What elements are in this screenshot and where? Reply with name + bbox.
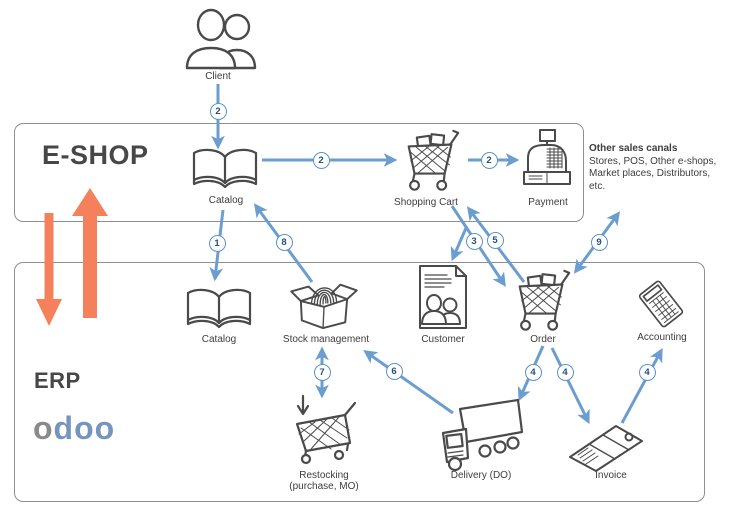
- payment-label: Payment: [528, 197, 568, 208]
- flow-step-badge-order-cart: 5: [486, 231, 504, 249]
- flow-step-badge-cart-customer: 3: [465, 232, 483, 250]
- flow-step-badge-order-invoice: 4: [556, 363, 574, 381]
- flow-step-badge-stock-catalog: 8: [275, 233, 293, 251]
- customer-label: Customer: [421, 334, 465, 345]
- payment-icon: [521, 128, 573, 192]
- flow-step-badge-catalog-sync: 1: [208, 234, 226, 252]
- other-sales-note: Other sales canals Stores, POS, Other e-…: [589, 143, 729, 193]
- order-icon: [511, 268, 575, 334]
- erp-region-box: [14, 262, 705, 502]
- eshop-region-box: [14, 123, 584, 222]
- flow-step-badge-client-catalog: 2: [209, 102, 227, 120]
- other-sales-note-line2: Market places, Distributors,: [589, 168, 711, 179]
- flow-step-badge-catalog-cart: 2: [312, 151, 330, 169]
- other-sales-note-line3: etc.: [589, 180, 606, 192]
- client-icon: [183, 6, 261, 70]
- restocking-icon: [289, 394, 359, 466]
- flow-step-badge-order-other-sales: 9: [590, 233, 608, 251]
- orange-down-arrow-shaft: [44, 213, 54, 302]
- delivery-label: Delivery (DO): [450, 470, 512, 481]
- flow-step-badge-stock-restocking: 7: [313, 363, 331, 381]
- accounting-icon: [634, 278, 688, 330]
- eshop-catalog-icon: [190, 144, 260, 192]
- shopping-cart-label: Shopping Cart: [394, 197, 458, 208]
- arrow-cart-to-customer: [450, 227, 468, 262]
- other-sales-note-title: Other sales canals: [589, 143, 678, 154]
- erp-catalog-icon: [184, 284, 254, 332]
- stock-management-icon: [286, 276, 362, 330]
- customer-icon: [416, 264, 470, 330]
- orange-up-arrow-shaft: [83, 212, 97, 318]
- flow-step-badge-invoice-accounting: 4: [638, 363, 656, 381]
- stock-management-label: Stock management: [282, 334, 370, 345]
- flow-step-badge-cart-payment: 2: [480, 151, 498, 169]
- shopping-cart-icon: [400, 128, 464, 194]
- odoo-logo-rest: doo: [53, 410, 116, 446]
- restocking-label-line2: (purchase, MO): [289, 481, 359, 492]
- arrow-delivery-to-stock: [363, 350, 454, 415]
- flow-step-badge-delivery-stock: 6: [385, 362, 403, 380]
- eshop-catalog-label: Catalog: [208, 195, 244, 206]
- erp-region-title: ERP: [34, 368, 81, 393]
- flow-step-badge-order-delivery: 4: [524, 363, 542, 381]
- client-label: Client: [205, 71, 231, 82]
- restocking-label: Restocking(purchase, MO): [289, 470, 358, 492]
- invoice-icon: [566, 424, 646, 472]
- order-label: Order: [530, 334, 556, 345]
- erp-catalog-label: Catalog: [201, 334, 237, 345]
- other-sales-note-line1: Stores, POS, Other e-shops,: [589, 155, 717, 167]
- orange-down-arrow-head: [36, 299, 62, 326]
- eshop-region-title: E-SHOP: [42, 140, 149, 170]
- accounting-label: Accounting: [637, 332, 687, 343]
- odoo-logo: odoo: [33, 410, 115, 447]
- delivery-icon: [430, 396, 526, 474]
- orange-up-arrow-head: [72, 188, 108, 216]
- arrow-invoice-to-accounting: [620, 347, 663, 424]
- restocking-label-line1: Restocking: [299, 470, 349, 481]
- invoice-label: Invoice: [595, 470, 627, 481]
- arrow-order-to-invoice: [550, 347, 590, 425]
- erp-eshop-sync-arrows: [36, 188, 108, 326]
- odoo-logo-first-letter: o: [33, 410, 54, 446]
